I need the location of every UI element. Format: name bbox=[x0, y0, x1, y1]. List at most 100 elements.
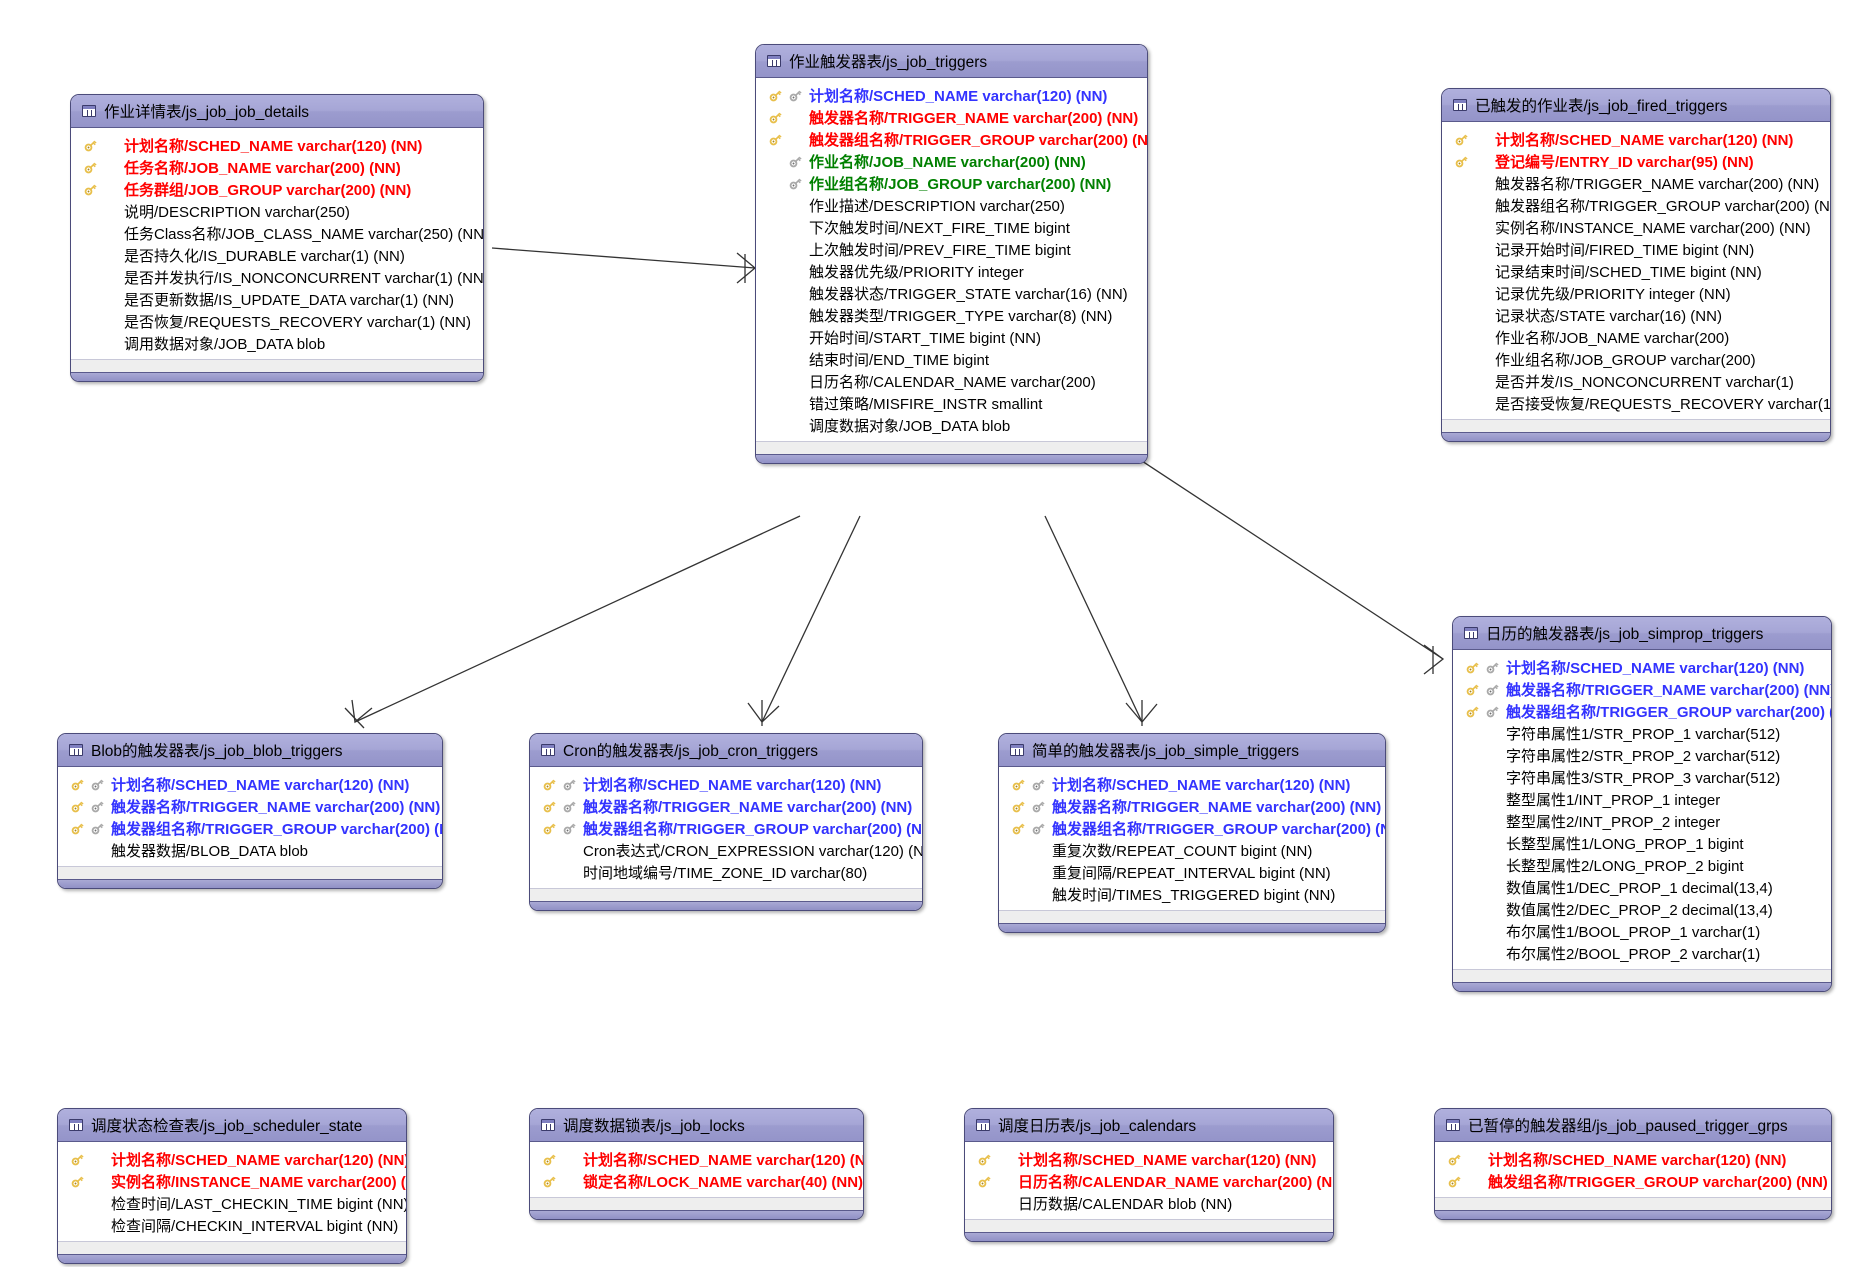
attribute-row[interactable]: 日历名称/CALENDAR_NAME varchar(200) bbox=[756, 370, 1147, 392]
attribute-row[interactable]: 是否持久化/IS_DURABLE varchar(1) (NN) bbox=[71, 244, 483, 266]
attribute-row[interactable]: 任务名称/JOB_NAME varchar(200) (NN) bbox=[71, 156, 483, 178]
attribute-row[interactable]: 布尔属性2/BOOL_PROP_2 varchar(1) bbox=[1453, 942, 1831, 964]
attribute-row[interactable]: 触发器组名称/TRIGGER_GROUP varchar(200) (NN) bbox=[1453, 700, 1831, 722]
attribute-row[interactable]: 布尔属性1/BOOL_PROP_1 varchar(1) bbox=[1453, 920, 1831, 942]
entity-header-job_details[interactable]: 作业详情表/js_job_job_details bbox=[71, 95, 483, 128]
attribute-row[interactable]: 开始时间/START_TIME bigint (NN) bbox=[756, 326, 1147, 348]
entity-scheduler_state[interactable]: 调度状态检查表/js_job_scheduler_state 计划名称/SCHE… bbox=[57, 1108, 407, 1264]
attribute-row[interactable]: 触发器组名称/TRIGGER_GROUP varchar(200) (NN) bbox=[1442, 194, 1830, 216]
attribute-row[interactable]: 是否更新数据/IS_UPDATE_DATA varchar(1) (NN) bbox=[71, 288, 483, 310]
entity-header-calendars[interactable]: 调度日历表/js_job_calendars bbox=[965, 1109, 1333, 1142]
attribute-row[interactable]: 触发器优先级/PRIORITY integer bbox=[756, 260, 1147, 282]
attribute-row[interactable]: 结束时间/END_TIME bigint bbox=[756, 348, 1147, 370]
entity-header-fired_triggers[interactable]: 已触发的作业表/js_job_fired_triggers bbox=[1442, 89, 1830, 122]
attribute-row[interactable]: 触发器组名称/TRIGGER_GROUP varchar(200) (NN) bbox=[58, 817, 442, 839]
entity-header-job_triggers[interactable]: 作业触发器表/js_job_triggers bbox=[756, 45, 1147, 78]
attribute-row[interactable]: 记录开始时间/FIRED_TIME bigint (NN) bbox=[1442, 238, 1830, 260]
attribute-row[interactable]: 计划名称/SCHED_NAME varchar(120) (NN) bbox=[530, 1148, 863, 1170]
attribute-row[interactable]: 触发器名称/TRIGGER_NAME varchar(200) (NN) bbox=[530, 795, 922, 817]
attribute-row[interactable]: 作业名称/JOB_NAME varchar(200) bbox=[1442, 326, 1830, 348]
attribute-row[interactable]: 触发器组名称/TRIGGER_GROUP varchar(200) (NN) bbox=[999, 817, 1385, 839]
entity-simple_triggers[interactable]: 简单的触发器表/js_job_simple_triggers 计划名称/SCHE… bbox=[998, 733, 1386, 933]
attribute-row[interactable]: 计划名称/SCHED_NAME varchar(120) (NN) bbox=[1435, 1148, 1831, 1170]
attribute-row[interactable]: 任务Class名称/JOB_CLASS_NAME varchar(250) (N… bbox=[71, 222, 483, 244]
attribute-row[interactable]: 任务群组/JOB_GROUP varchar(200) (NN) bbox=[71, 178, 483, 200]
attribute-row[interactable]: 触发组名称/TRIGGER_GROUP varchar(200) (NN) bbox=[1435, 1170, 1831, 1192]
entity-job_details[interactable]: 作业详情表/js_job_job_details 计划名称/SCHED_NAME… bbox=[70, 94, 484, 382]
attribute-row[interactable]: 重复次数/REPEAT_COUNT bigint (NN) bbox=[999, 839, 1385, 861]
attribute-row[interactable]: 是否并发执行/IS_NONCONCURRENT varchar(1) (NN) bbox=[71, 266, 483, 288]
attribute-row[interactable]: 实例名称/INSTANCE_NAME varchar(200) (NN) bbox=[1442, 216, 1830, 238]
attribute-row[interactable]: 长整型属性1/LONG_PROP_1 bigint bbox=[1453, 832, 1831, 854]
attribute-row[interactable]: 时间地域编号/TIME_ZONE_ID varchar(80) bbox=[530, 861, 922, 883]
attribute-row[interactable]: 触发器类型/TRIGGER_TYPE varchar(8) (NN) bbox=[756, 304, 1147, 326]
attribute-row[interactable]: 触发器名称/TRIGGER_NAME varchar(200) (NN) bbox=[58, 795, 442, 817]
attribute-row[interactable]: 是否并发/IS_NONCONCURRENT varchar(1) bbox=[1442, 370, 1830, 392]
attribute-row[interactable]: 触发器组名称/TRIGGER_GROUP varchar(200) (NN) bbox=[530, 817, 922, 839]
attribute-row[interactable]: 计划名称/SCHED_NAME varchar(120) (NN) bbox=[965, 1148, 1333, 1170]
attribute-row[interactable]: 计划名称/SCHED_NAME varchar(120) (NN) bbox=[71, 134, 483, 156]
attribute-row[interactable]: 长整型属性2/LONG_PROP_2 bigint bbox=[1453, 854, 1831, 876]
attribute-row[interactable]: 计划名称/SCHED_NAME varchar(120) (NN) bbox=[530, 773, 922, 795]
attribute-row[interactable]: 下次触发时间/NEXT_FIRE_TIME bigint bbox=[756, 216, 1147, 238]
entity-header-cron_triggers[interactable]: Cron的触发器表/js_job_cron_triggers bbox=[530, 734, 922, 767]
attribute-row[interactable]: 数值属性2/DEC_PROP_2 decimal(13,4) bbox=[1453, 898, 1831, 920]
entity-header-simprop_triggers[interactable]: 日历的触发器表/js_job_simprop_triggers bbox=[1453, 617, 1831, 650]
entity-header-locks[interactable]: 调度数据锁表/js_job_locks bbox=[530, 1109, 863, 1142]
attribute-row[interactable]: 检查间隔/CHECKIN_INTERVAL bigint (NN) bbox=[58, 1214, 406, 1236]
attribute-row[interactable]: 触发器组名称/TRIGGER_GROUP varchar(200) (NN) bbox=[756, 128, 1147, 150]
entity-header-paused_trigger_grps[interactable]: 已暂停的触发器组/js_job_paused_trigger_grps bbox=[1435, 1109, 1831, 1142]
entity-paused_trigger_grps[interactable]: 已暂停的触发器组/js_job_paused_trigger_grps 计划名称… bbox=[1434, 1108, 1832, 1220]
attribute-row[interactable]: 触发器数据/BLOB_DATA blob bbox=[58, 839, 442, 861]
attribute-row[interactable]: 计划名称/SCHED_NAME varchar(120) (NN) bbox=[1453, 656, 1831, 678]
attribute-row[interactable]: 触发器名称/TRIGGER_NAME varchar(200) (NN) bbox=[1453, 678, 1831, 700]
attribute-row[interactable]: 字符串属性1/STR_PROP_1 varchar(512) bbox=[1453, 722, 1831, 744]
entity-fired_triggers[interactable]: 已触发的作业表/js_job_fired_triggers 计划名称/SCHED… bbox=[1441, 88, 1831, 442]
attribute-row[interactable]: 说明/DESCRIPTION varchar(250) bbox=[71, 200, 483, 222]
attribute-row[interactable]: 记录状态/STATE varchar(16) (NN) bbox=[1442, 304, 1830, 326]
attribute-row[interactable]: 日历数据/CALENDAR blob (NN) bbox=[965, 1192, 1333, 1214]
attribute-row[interactable]: 锁定名称/LOCK_NAME varchar(40) (NN) bbox=[530, 1170, 863, 1192]
attribute-row[interactable]: 作业描述/DESCRIPTION varchar(250) bbox=[756, 194, 1147, 216]
attribute-row[interactable]: 计划名称/SCHED_NAME varchar(120) (NN) bbox=[58, 773, 442, 795]
attribute-row[interactable]: 记录结束时间/SCHED_TIME bigint (NN) bbox=[1442, 260, 1830, 282]
attribute-row[interactable]: 上次触发时间/PREV_FIRE_TIME bigint bbox=[756, 238, 1147, 260]
attribute-row[interactable]: 数值属性1/DEC_PROP_1 decimal(13,4) bbox=[1453, 876, 1831, 898]
entity-header-blob_triggers[interactable]: Blob的触发器表/js_job_blob_triggers bbox=[58, 734, 442, 767]
attribute-row[interactable]: Cron表达式/CRON_EXPRESSION varchar(120) (NN… bbox=[530, 839, 922, 861]
attribute-row[interactable]: 整型属性2/INT_PROP_2 integer bbox=[1453, 810, 1831, 832]
attribute-row[interactable]: 错过策略/MISFIRE_INSTR smallint bbox=[756, 392, 1147, 414]
attribute-row[interactable]: 计划名称/SCHED_NAME varchar(120) (NN) bbox=[58, 1148, 406, 1170]
entity-calendars[interactable]: 调度日历表/js_job_calendars 计划名称/SCHED_NAME v… bbox=[964, 1108, 1334, 1242]
entity-blob_triggers[interactable]: Blob的触发器表/js_job_blob_triggers 计划名称/SCHE… bbox=[57, 733, 443, 889]
entity-simprop_triggers[interactable]: 日历的触发器表/js_job_simprop_triggers 计划名称/SCH… bbox=[1452, 616, 1832, 992]
attribute-row[interactable]: 登记编号/ENTRY_ID varchar(95) (NN) bbox=[1442, 150, 1830, 172]
attribute-row[interactable]: 调用数据对象/JOB_DATA blob bbox=[71, 332, 483, 354]
entity-job_triggers[interactable]: 作业触发器表/js_job_triggers 计划名称/SCHED_NAME v… bbox=[755, 44, 1148, 464]
entity-locks[interactable]: 调度数据锁表/js_job_locks 计划名称/SCHED_NAME varc… bbox=[529, 1108, 864, 1220]
attribute-row[interactable]: 触发器名称/TRIGGER_NAME varchar(200) (NN) bbox=[1442, 172, 1830, 194]
attribute-row[interactable]: 调度数据对象/JOB_DATA blob bbox=[756, 414, 1147, 436]
entity-cron_triggers[interactable]: Cron的触发器表/js_job_cron_triggers 计划名称/SCHE… bbox=[529, 733, 923, 911]
attribute-row[interactable]: 记录优先级/PRIORITY integer (NN) bbox=[1442, 282, 1830, 304]
entity-header-scheduler_state[interactable]: 调度状态检查表/js_job_scheduler_state bbox=[58, 1109, 406, 1142]
entity-header-simple_triggers[interactable]: 简单的触发器表/js_job_simple_triggers bbox=[999, 734, 1385, 767]
attribute-row[interactable]: 字符串属性2/STR_PROP_2 varchar(512) bbox=[1453, 744, 1831, 766]
attribute-row[interactable]: 日历名称/CALENDAR_NAME varchar(200) (NN) bbox=[965, 1170, 1333, 1192]
attribute-row[interactable]: 触发器状态/TRIGGER_STATE varchar(16) (NN) bbox=[756, 282, 1147, 304]
attribute-row[interactable]: 触发器名称/TRIGGER_NAME varchar(200) (NN) bbox=[756, 106, 1147, 128]
attribute-row[interactable]: 检查时间/LAST_CHECKIN_TIME bigint (NN) bbox=[58, 1192, 406, 1214]
attribute-row[interactable]: 作业组名称/JOB_GROUP varchar(200) (NN) bbox=[756, 172, 1147, 194]
attribute-row[interactable]: 是否恢复/REQUESTS_RECOVERY varchar(1) (NN) bbox=[71, 310, 483, 332]
attribute-row[interactable]: 字符串属性3/STR_PROP_3 varchar(512) bbox=[1453, 766, 1831, 788]
attribute-row[interactable]: 重复间隔/REPEAT_INTERVAL bigint (NN) bbox=[999, 861, 1385, 883]
attribute-row[interactable]: 作业组名称/JOB_GROUP varchar(200) bbox=[1442, 348, 1830, 370]
attribute-row[interactable]: 计划名称/SCHED_NAME varchar(120) (NN) bbox=[756, 84, 1147, 106]
attribute-row[interactable]: 作业名称/JOB_NAME varchar(200) (NN) bbox=[756, 150, 1147, 172]
attribute-row[interactable]: 计划名称/SCHED_NAME varchar(120) (NN) bbox=[999, 773, 1385, 795]
attribute-row[interactable]: 触发时间/TIMES_TRIGGERED bigint (NN) bbox=[999, 883, 1385, 905]
attribute-row[interactable]: 触发器名称/TRIGGER_NAME varchar(200) (NN) bbox=[999, 795, 1385, 817]
attribute-row[interactable]: 是否接受恢复/REQUESTS_RECOVERY varchar(1) bbox=[1442, 392, 1830, 414]
attribute-row[interactable]: 实例名称/INSTANCE_NAME varchar(200) (NN) bbox=[58, 1170, 406, 1192]
attribute-row[interactable]: 计划名称/SCHED_NAME varchar(120) (NN) bbox=[1442, 128, 1830, 150]
